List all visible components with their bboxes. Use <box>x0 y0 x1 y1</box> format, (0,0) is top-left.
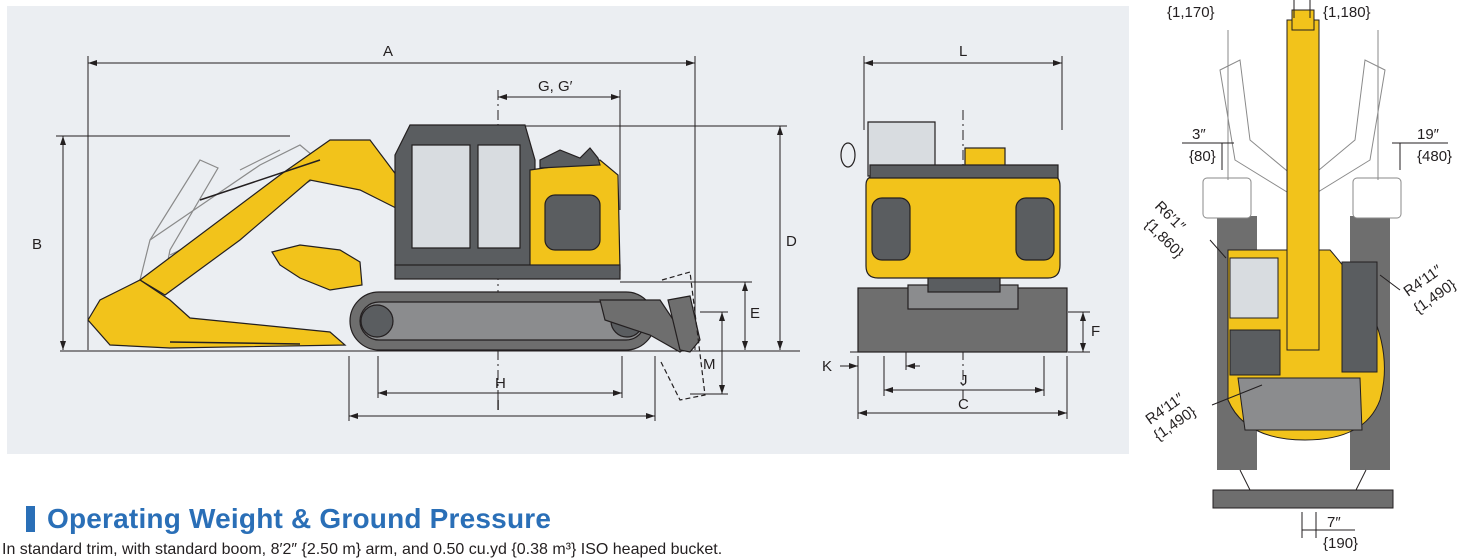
top-left-mm: {1,170} <box>1167 4 1215 21</box>
top-right-mm: {1,180} <box>1323 4 1371 21</box>
bottom-offset-label: 7″ <box>1327 514 1341 531</box>
dim-label-i: I <box>496 397 500 414</box>
dim-label-l: L <box>959 43 967 60</box>
bottom-offset-mm: {190} <box>1323 535 1358 552</box>
dim-label-f: F <box>1091 323 1100 340</box>
left-offset-label: 3″ <box>1192 126 1206 143</box>
right-offset-label: 19″ <box>1417 126 1440 143</box>
dim-label-k: K <box>822 358 832 375</box>
rear-view-drawing: L F K J C <box>822 43 1100 419</box>
dim-label-m: M <box>703 356 716 373</box>
dim-label-d: D <box>786 233 797 250</box>
dim-label-j: J <box>960 372 968 389</box>
track-assembly <box>349 291 656 351</box>
right-offset-mm: {480} <box>1417 148 1452 165</box>
bucket <box>271 244 363 291</box>
dim-label-g: G, G′ <box>538 78 573 95</box>
section-title: Operating Weight & Ground Pressure <box>47 503 552 534</box>
left-offset-mm: {80} <box>1189 148 1216 165</box>
dim-label-e: E <box>750 305 760 322</box>
rear-machine-body <box>840 121 1068 353</box>
section-heading: Operating Weight & Ground Pressure <box>26 503 551 535</box>
dim-label-a: A <box>383 43 393 60</box>
section-subtitle: In standard trim, with standard boom, 8′… <box>2 541 723 558</box>
dim-label-c: C <box>958 396 969 413</box>
heading-accent-bar <box>26 506 35 532</box>
top-view-boom <box>1286 9 1320 351</box>
side-view-drawing: A G, G′ B D E M H I <box>32 43 800 421</box>
dim-label-h: H <box>495 375 506 392</box>
top-view-drawing: {1,170} {1,180} 3″ {80} 19″ {480} R6′1″ … <box>1141 0 1459 552</box>
offset-swing-ghosts <box>1202 30 1402 219</box>
dim-label-b: B <box>32 236 42 253</box>
top-view-dozer-blade <box>1212 469 1394 509</box>
upper-structure <box>394 124 621 280</box>
dozer-blade <box>599 271 706 401</box>
